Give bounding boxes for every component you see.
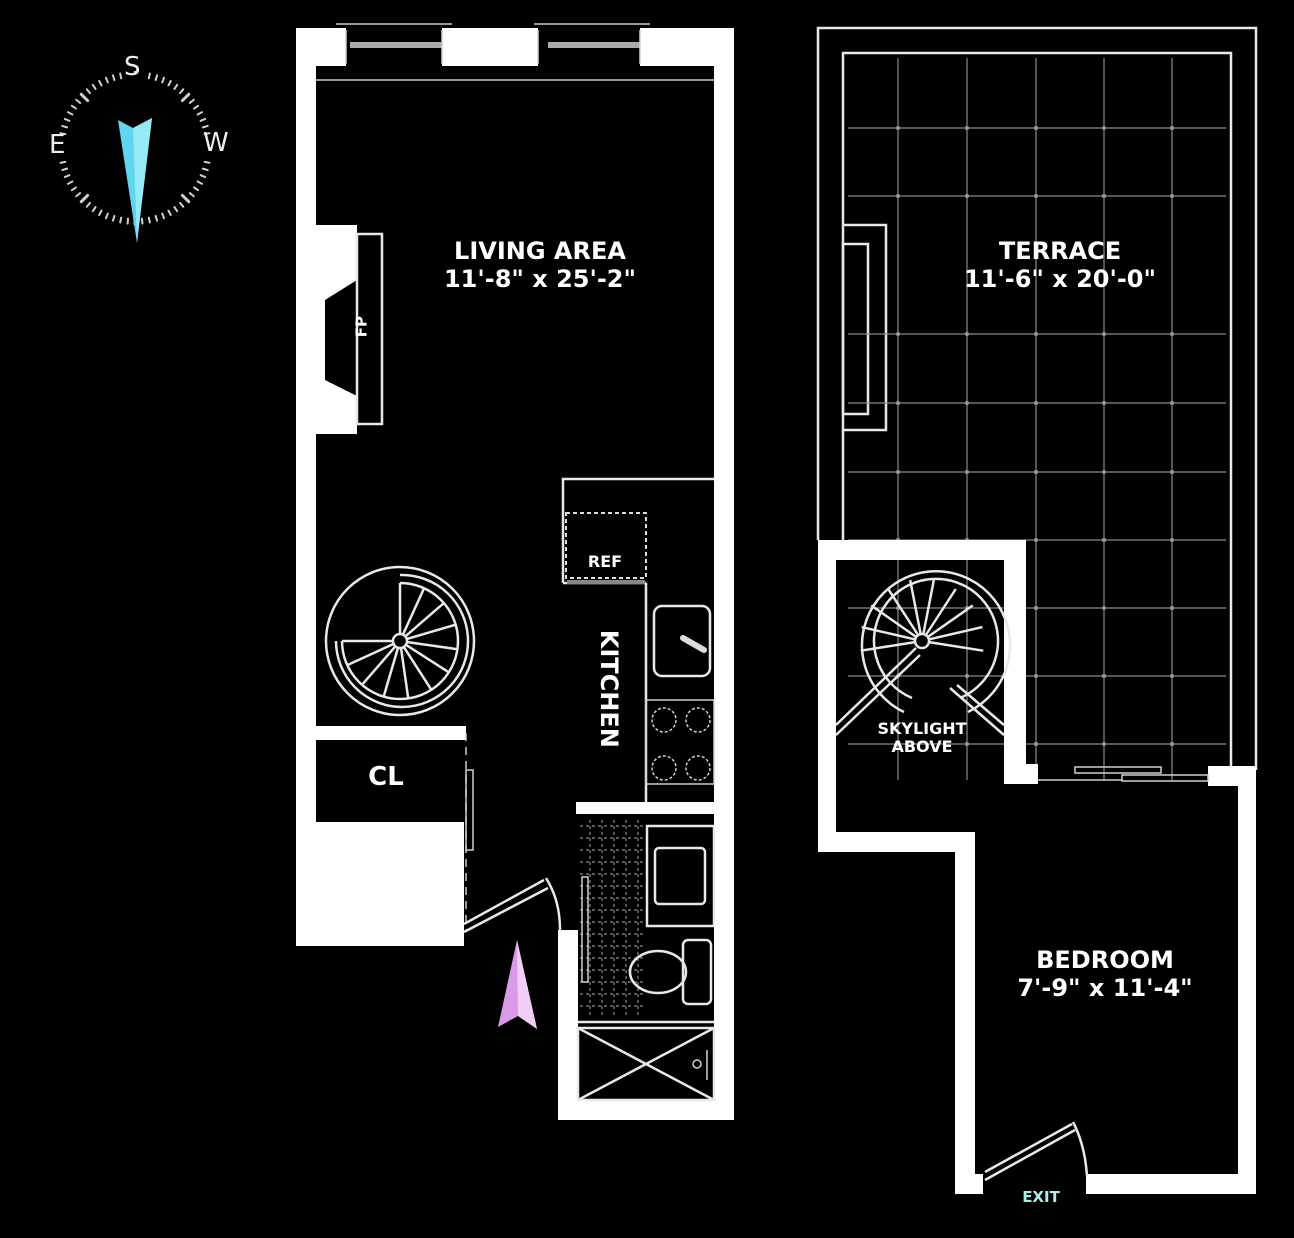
- terrace-name: TERRACE: [998, 237, 1122, 265]
- kitchen-label: KITCHEN: [594, 629, 623, 748]
- entry-marker-icon: [498, 940, 537, 1029]
- closet-door-icon: [465, 733, 474, 930]
- shower-icon: [576, 1026, 716, 1102]
- kitchen-sink-icon: [652, 604, 712, 678]
- terrace-dimensions: 11'-6" x 20'-0": [963, 264, 1156, 293]
- exit-label: EXIT: [1022, 1188, 1060, 1206]
- window-right: [534, 23, 650, 64]
- bedroom-dimensions: 7'-9" x 11'-4": [1017, 973, 1193, 1002]
- bathroom-vanity-icon: [645, 824, 716, 928]
- bedroom-label: BEDROOM 7'-9" x 11'-4": [1000, 946, 1210, 1002]
- terrace-outline: [816, 26, 1258, 770]
- skylight-line1: SKYLIGHT: [877, 719, 967, 738]
- spiral-staircase-upper-icon: [835, 570, 1012, 736]
- fireplace-outline: [355, 232, 384, 426]
- compass-west-label: W: [203, 128, 229, 158]
- entry-door-icon: [463, 877, 562, 934]
- lower-floor-walls: [296, 28, 734, 1120]
- towel-bar-icon: [581, 876, 589, 983]
- spiral-staircase-lower-icon: [324, 565, 476, 717]
- living-area-label: LIVING AREA 11'-8" x 25'-2": [440, 237, 640, 293]
- refrigerator-outline: [565, 512, 647, 579]
- compass-east-label: E: [49, 130, 66, 160]
- closet-label: CL: [368, 762, 404, 792]
- terrace-sliding-door-icon: [1038, 766, 1209, 782]
- exit-door-icon: [984, 1121, 1089, 1182]
- upper-floor-walls: [818, 540, 1256, 1194]
- stove-burners-icon: [651, 707, 711, 781]
- kitchen-counters: [561, 477, 715, 802]
- living-area-name: LIVING AREA: [454, 237, 626, 265]
- compass-south-label: S: [124, 52, 141, 82]
- toilet-icon: [628, 949, 688, 995]
- bathroom-fixtures: [576, 820, 716, 1102]
- window-left: [336, 23, 452, 64]
- fireplace-label: FP: [352, 316, 371, 338]
- terrace-label: TERRACE 11'-6" x 20'-0": [950, 237, 1170, 293]
- bedroom-name: BEDROOM: [1036, 946, 1174, 974]
- refrigerator-label: REF: [587, 552, 623, 571]
- skylight-line2: ABOVE: [891, 737, 953, 757]
- terrace-tile-grid: [848, 58, 1226, 780]
- skylight-label: SKYLIGHT ABOVE: [862, 719, 982, 757]
- compass: [59, 70, 211, 243]
- living-area-dimensions: 11'-8" x 25'-2": [443, 264, 636, 293]
